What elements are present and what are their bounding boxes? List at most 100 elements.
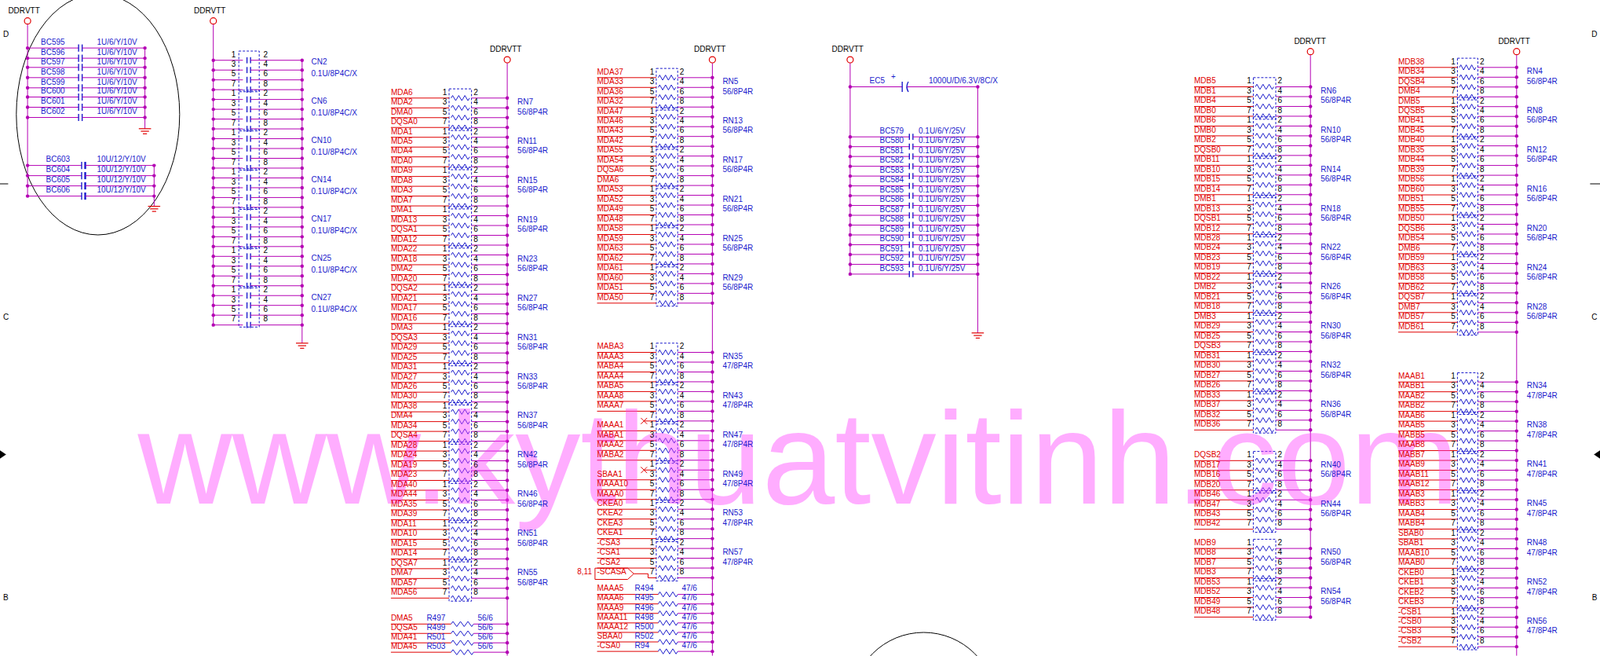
power-symbol bbox=[1513, 48, 1520, 55]
part-label: RN49 bbox=[722, 469, 743, 479]
wire bbox=[473, 651, 508, 653]
pin-number: 8 bbox=[1278, 301, 1283, 311]
junction-dot bbox=[505, 547, 509, 551]
pin-number: 1 bbox=[442, 440, 448, 450]
capacitor-symbol bbox=[909, 261, 910, 268]
pin-number: 2 bbox=[679, 498, 685, 508]
junction-dot bbox=[848, 84, 852, 88]
junction-dot bbox=[1515, 576, 1519, 580]
part-label: RN36 bbox=[1320, 399, 1341, 410]
net-label: MDB14 bbox=[1194, 184, 1221, 194]
resistor-symbol bbox=[1459, 584, 1476, 591]
junction-dot bbox=[300, 116, 304, 121]
pin-number: 6 bbox=[679, 243, 685, 253]
pin-number: 7 bbox=[442, 508, 448, 519]
junction-dot bbox=[300, 186, 304, 190]
pin-number: 4 bbox=[1278, 281, 1283, 292]
resistor-symbol bbox=[1255, 153, 1274, 159]
net-label: MDB1 bbox=[1194, 86, 1217, 96]
resistor-symbol bbox=[658, 565, 676, 571]
part-label: RN10 bbox=[1320, 125, 1341, 136]
resistor-symbol bbox=[1459, 231, 1476, 238]
part-label: RN42 bbox=[517, 449, 538, 460]
net-label: MDA39 bbox=[390, 508, 417, 519]
resistor-symbol bbox=[1459, 211, 1476, 218]
junction-dot bbox=[505, 135, 509, 139]
capacitor-symbol bbox=[909, 182, 910, 190]
resistor-network-body bbox=[1252, 312, 1276, 355]
pin-number: 6 bbox=[1278, 370, 1283, 380]
net-label: MAAA11 bbox=[597, 612, 629, 622]
junction-dot bbox=[211, 215, 216, 219]
junction-dot bbox=[710, 291, 714, 295]
junction-dot bbox=[1308, 566, 1312, 570]
net-label: DQSA5 bbox=[390, 622, 418, 632]
part-label: 56/8P4R bbox=[722, 243, 753, 253]
pin-number: 6 bbox=[679, 125, 685, 136]
junction-dot bbox=[710, 369, 714, 373]
resistor-symbol bbox=[1255, 358, 1274, 365]
resistor-network-body bbox=[1457, 215, 1478, 257]
resistor-symbol bbox=[1255, 211, 1274, 217]
resistor-network-body bbox=[449, 519, 472, 562]
part-label: 56/8P4R bbox=[517, 303, 548, 313]
pin-number: 2 bbox=[473, 322, 479, 333]
junction-dot bbox=[300, 303, 304, 307]
net-label: MDA16 bbox=[390, 313, 417, 323]
pin-number: 2 bbox=[1278, 193, 1283, 204]
part-label: BC586 bbox=[880, 194, 905, 205]
junction-dot bbox=[710, 536, 714, 540]
junction-dot bbox=[1515, 271, 1519, 275]
net-label: MDA56 bbox=[390, 587, 417, 597]
net-label: MDA60 bbox=[597, 273, 624, 283]
junction-dot bbox=[710, 212, 714, 216]
part-label: R500 bbox=[635, 621, 654, 632]
net-label: MDB31 bbox=[1194, 350, 1221, 361]
pin-number: 1 bbox=[231, 245, 237, 256]
pin-number: 3 bbox=[231, 138, 237, 148]
resistor-symbol bbox=[1459, 427, 1476, 434]
net-label: DQSA4 bbox=[390, 430, 418, 440]
pin-number: 8 bbox=[473, 469, 479, 479]
resistor-network-body bbox=[449, 245, 472, 288]
pin-number: 7 bbox=[231, 118, 237, 128]
part-label: RN27 bbox=[517, 293, 538, 304]
part-label: CN10 bbox=[311, 135, 333, 146]
junction-dot bbox=[1515, 182, 1519, 187]
pin-number: 6 bbox=[679, 518, 685, 528]
junction-dot bbox=[300, 234, 304, 238]
junction-dot bbox=[975, 242, 979, 246]
pin-number: 4 bbox=[1278, 460, 1283, 470]
junction-dot bbox=[710, 134, 714, 138]
resistor-symbol bbox=[658, 172, 676, 179]
resistor-symbol bbox=[451, 350, 470, 356]
net-label: MDA55 bbox=[597, 145, 624, 155]
junction-dot bbox=[710, 153, 714, 158]
part-label: RN13 bbox=[722, 116, 743, 126]
net-label: MDA46 bbox=[597, 116, 624, 126]
net-label: MDB36 bbox=[1194, 419, 1221, 429]
pin-number: 5 bbox=[1246, 469, 1252, 479]
capacitor-symbol bbox=[246, 194, 248, 201]
wire bbox=[27, 195, 82, 197]
pin-number: 8 bbox=[679, 135, 685, 146]
part-label: 1U/6/Y/10V bbox=[97, 77, 138, 88]
part-label: BC593 bbox=[880, 263, 905, 274]
resistor-symbol bbox=[1255, 319, 1274, 326]
net-label: MDA20 bbox=[390, 273, 417, 284]
resistor-network-body bbox=[1457, 254, 1478, 296]
resistor-symbol bbox=[1255, 604, 1274, 611]
junction-dot bbox=[1515, 281, 1519, 285]
part-label: 1000U/D/6.3V/8C/X bbox=[928, 76, 998, 86]
net-label: -CSA1 bbox=[597, 547, 621, 557]
resistor-symbol bbox=[1255, 270, 1274, 276]
net-label: MDB47 bbox=[1194, 499, 1221, 509]
capacitor-array-body bbox=[238, 90, 260, 132]
part-label: 47/6 bbox=[681, 583, 697, 593]
net-label: MAAA5 bbox=[597, 583, 625, 593]
pin-number: 6 bbox=[1278, 331, 1283, 341]
wire bbox=[471, 597, 508, 599]
capacitor-symbol bbox=[77, 63, 79, 71]
junction-dot bbox=[1515, 419, 1519, 423]
resistor-symbol bbox=[1255, 142, 1274, 149]
